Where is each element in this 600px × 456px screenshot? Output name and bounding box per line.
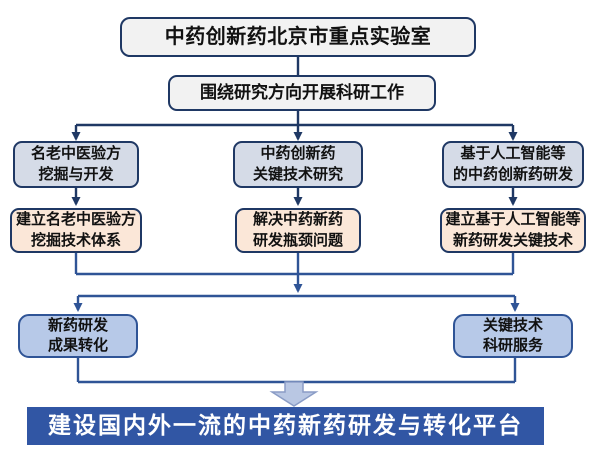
direction-box-famous-tcm-prescriptions: 名老中医验方 挖掘与开发: [13, 141, 139, 188]
down-block-arrow: [269, 381, 319, 407]
achievement-box-ai-key-technology: 建立基于人工智能等 新药研发关键技术: [440, 208, 586, 253]
achievement-box-bottleneck-problems: 解决中药新药 研发瓶颈问题: [235, 208, 361, 253]
lab-title-box: 中药创新药北京市重点实验室: [120, 17, 476, 57]
output-box-research-services: 关键技术 科研服务: [453, 314, 573, 358]
achievement-box-mining-system: 建立名老中医验方 挖掘技术体系: [10, 208, 142, 253]
platform-banner: 建设国内外一流的中药新药研发与转化平台: [27, 407, 544, 445]
direction-box-ai-drug-rnd: 基于人工智能等 的中药创新药研发: [442, 141, 584, 188]
research-goal-box: 围绕研究方向开展科研工作: [168, 75, 436, 111]
output-box-results-transformation: 新药研发 成果转化: [18, 314, 138, 358]
direction-box-key-technology: 中药创新药 关键技术研究: [233, 141, 363, 188]
